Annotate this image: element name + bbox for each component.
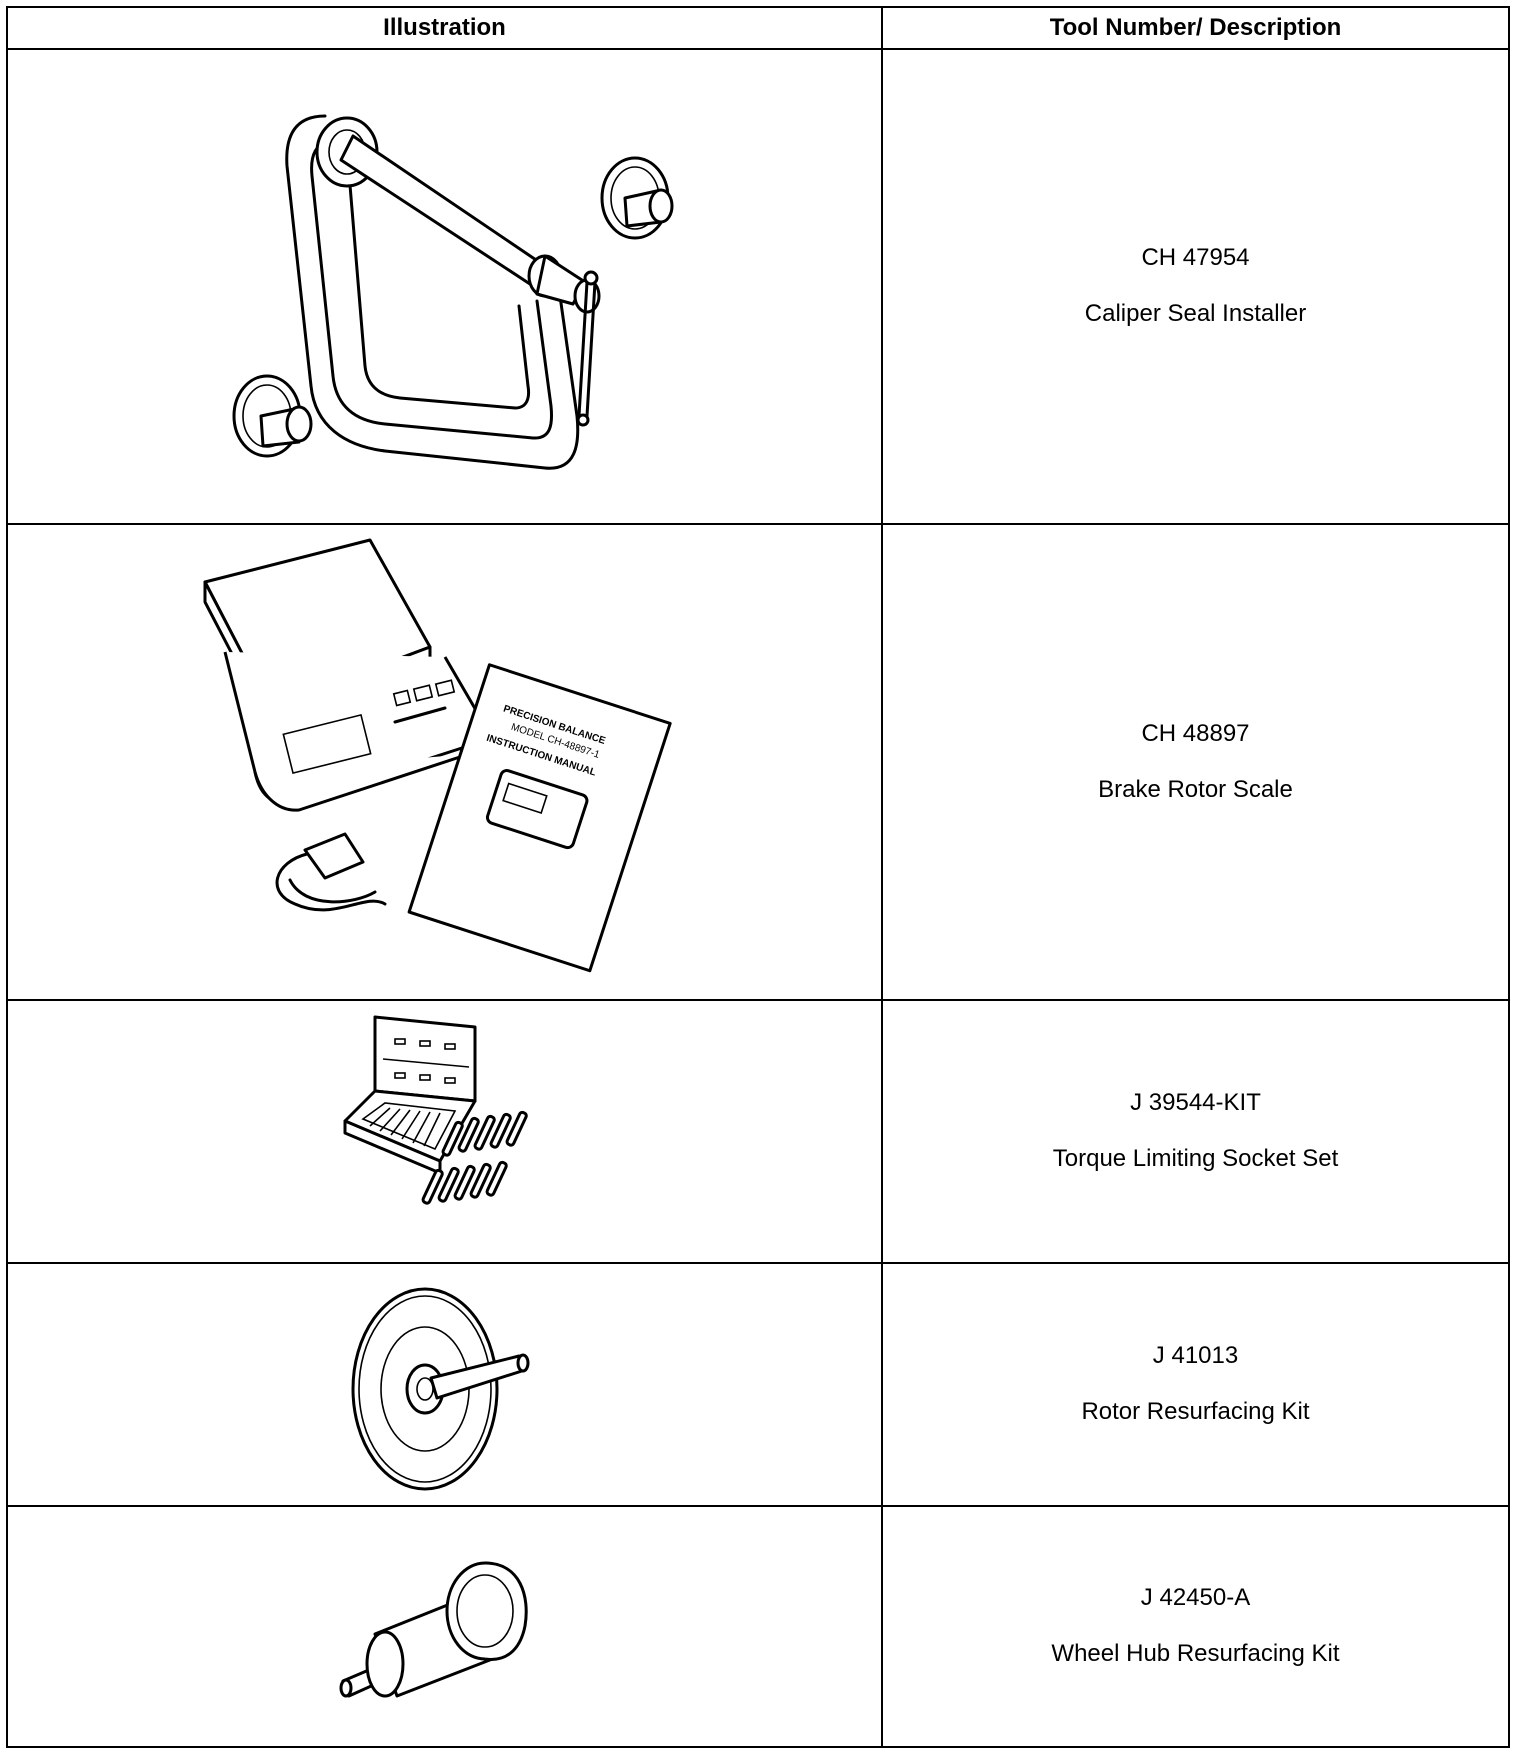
illustration-cell [6,998,883,1264]
illustration-header: Illustration [6,6,883,50]
tool-description: Brake Rotor Scale [1098,775,1293,803]
table-row: J 42450-A Wheel Hub Resurfacing Kit [6,1504,1510,1748]
tool-description: Torque Limiting Socket Set [1052,1145,1339,1173]
tool-description-cell: CH 48897 Brake Rotor Scale [881,522,1510,1001]
tool-number: J 39544-KIT [1130,1089,1261,1117]
special-tools-table: Illustration Tool Number/ Description [6,6,1510,1748]
tool-number: CH 47954 [1141,244,1250,272]
table-row: J 41013 Rotor Resurfacing Kit [6,1261,1510,1507]
tool-description-cell: CH 47954 Caliper Seal Installer [881,48,1510,525]
brake-rotor-scale-icon: PRECISION BALANCE MODEL CH-48897-1 INSTR… [203,538,672,973]
table-row: CH 47954 Caliper Seal Installer [6,48,1510,525]
tool-description: Rotor Resurfacing Kit [1081,1398,1310,1426]
illustration-cell: PRECISION BALANCE MODEL CH-48897-1 INSTR… [6,522,883,1001]
tool-description: Wheel Hub Resurfacing Kit [1051,1640,1340,1668]
header-row: Illustration Tool Number/ Description [6,6,1510,50]
illustration-cell [6,1261,883,1507]
tool-number: J 42450-A [1140,1584,1251,1612]
caliper-seal-installer-icon [232,114,673,471]
tool-number: CH 48897 [1141,719,1250,747]
tool-description-cell: J 42450-A Wheel Hub Resurfacing Kit [881,1504,1510,1748]
tool-description-cell: J 41013 Rotor Resurfacing Kit [881,1261,1510,1507]
illustration-cell [6,1504,883,1748]
tool-description: Caliper Seal Installer [1084,300,1307,328]
rotor-resurfacing-kit-icon [351,1287,529,1491]
wheel-hub-resurfacing-kit-icon [339,1561,528,1698]
table-row: J 39544-KIT Torque Limiting Socket Set [6,998,1510,1264]
tool-number: J 41013 [1152,1342,1239,1370]
table-row: PRECISION BALANCE MODEL CH-48897-1 INSTR… [6,522,1510,1001]
tool-number-header: Tool Number/ Description [881,6,1510,50]
torque-socket-set-icon [343,1015,528,1206]
tool-description-cell: J 39544-KIT Torque Limiting Socket Set [881,998,1510,1264]
illustration-cell [6,48,883,525]
